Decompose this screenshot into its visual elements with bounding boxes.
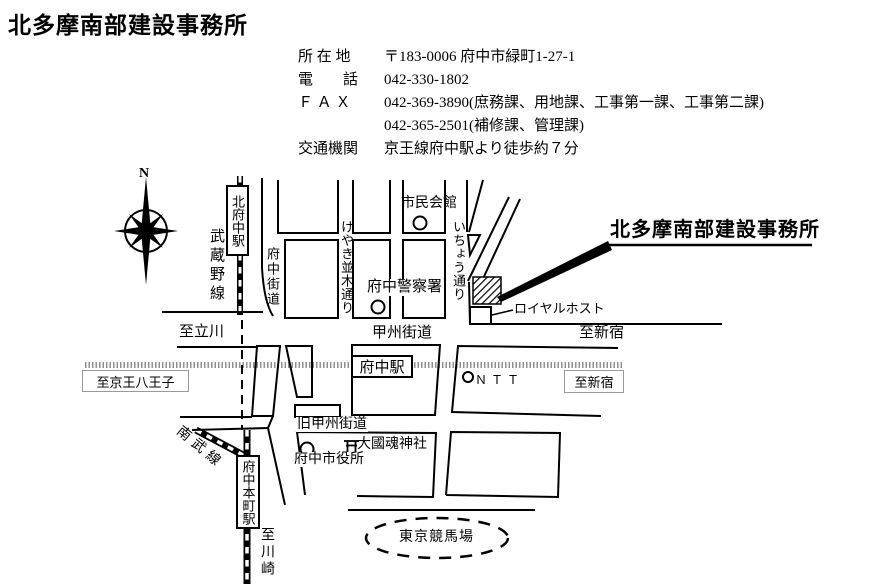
ntt-label: ＮＴＴ [475,373,524,387]
info-value: 042-369-3890(庶務課、用地課、工事第一課、工事第二課) [384,95,764,111]
info-label: 所 在 地 [298,49,351,65]
info-value: 042-365-2501(補修課、管理課) [384,118,584,134]
to-tachikawa-label: 至立川 [179,324,225,340]
info-label: 電 話 [298,72,359,88]
royal-host-building [469,306,492,325]
shimin-kaikan-marker [412,215,428,231]
office-pointer-wedge [497,241,612,302]
racecourse-label: 東京競馬場 [399,530,474,545]
to-keio-hachioji-label: 至京王八王子 [96,374,175,390]
torii-icon [344,440,359,453]
compass-north-label: N [139,166,150,181]
compass-icon [114,177,178,285]
ntt-marker [462,371,474,383]
office-building [472,276,502,305]
info-row-phone: 電 話 042-330-1802 [298,69,764,92]
roads-and-blocks [162,178,722,511]
office-map-label: 北多摩南部建設事務所 [610,219,820,241]
icho-dori-label: いちょう通り [451,220,466,301]
info-label: Ｆ Ａ Ｘ [298,95,351,111]
info-row-address: 所 在 地 〒183-0006 府中市緑町1-27-1 [298,46,764,69]
nambu-line-track [194,426,247,460]
to-shinjuku-label: 至新宿 [579,325,625,341]
info-label: 交通機関 [298,141,359,157]
shimin-kaikan-label: 市民会館 [401,196,457,211]
musashino-line-label: 武蔵野線 [208,228,224,304]
info-value: 042-330-1802 [384,72,469,88]
info-row-transport: 交通機関 京王線府中駅より徒歩約７分 [298,138,764,161]
kyu-koshu-kaido-label: 旧甲州街道 [296,417,368,433]
office-info-block: 所 在 地 〒183-0006 府中市緑町1-27-1 電 話 042-330-… [298,46,764,161]
keyaki-namiki-dori-label: けやき並木通り [339,220,354,315]
info-row-fax: Ｆ Ａ Ｘ 042-369-3890(庶務課、用地課、工事第一課、工事第二課) [298,92,764,115]
okunitama-shrine-label: 大國魂神社 [357,437,427,452]
fuchu-kaido-label: 府中街道 [265,247,280,307]
station-kitafuchu: 北府中駅 [226,185,249,256]
station-fuchu: 府中駅 [351,355,413,378]
info-value: 京王線府中駅より徒歩約７分 [384,141,579,157]
info-label [298,115,384,138]
station-fuchu-honmachi-label: 府中本町駅 [240,459,256,525]
royal-host-pointer-line [491,309,514,316]
page-title: 北多摩南部建設事務所 [8,13,248,38]
koshu-kaido-label: 甲州街道 [372,325,433,341]
police-station-label: 府中警察署 [366,279,444,296]
station-fuchu-label: 府中駅 [359,360,405,376]
info-value: 〒183-0006 府中市緑町1-27-1 [384,49,576,65]
city-hall-label: 府中市役所 [293,452,365,468]
station-fuchu-honmachi: 府中本町駅 [236,455,260,529]
to-shinjuku-boxed-label: 至新宿 [574,375,614,390]
racecourse-outline [364,516,510,560]
to-keio-hachioji-box: 至京王八王子 [82,370,189,392]
station-kitafuchu-label: 北府中駅 [230,194,245,247]
info-row-fax2: 042-365-2501(補修課、管理課) [298,115,764,138]
to-shinjuku-box: 至新宿 [564,370,624,393]
police-marker [370,299,386,315]
royal-host-label: ロイヤルホスト [514,301,605,316]
to-kawasaki-label: 至川崎 [259,527,274,578]
